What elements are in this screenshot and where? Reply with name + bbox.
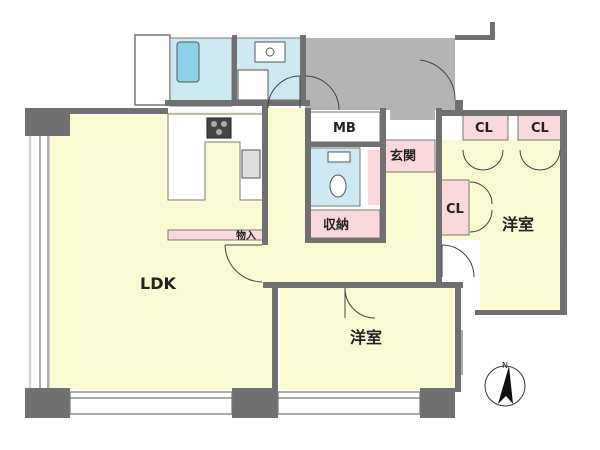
walls: [25, 22, 567, 418]
kitchen-storage-label: 物入: [236, 229, 256, 242]
balcony-top: [134, 34, 171, 106]
washing-machine-icon: [237, 69, 269, 101]
western-room-bottom: [280, 286, 460, 390]
sink-icon: [241, 149, 261, 179]
burner-icon: [221, 121, 227, 127]
washbasin-icon: [254, 41, 286, 63]
western-room-right: [440, 140, 565, 312]
door-swings: [224, 59, 561, 319]
toilet-sink-icon: [327, 151, 351, 163]
compass-north-label: N: [502, 361, 508, 370]
toilet-icon: [329, 174, 347, 198]
meter-box-label: MB: [333, 121, 356, 136]
windows: [39, 136, 567, 415]
washbasin-bowl-icon: [265, 47, 275, 57]
closet-1-label: CL: [475, 121, 493, 136]
closet-3-label: CL: [446, 202, 464, 217]
western-room-bottom-label: 洋室: [350, 328, 382, 347]
storage-label: 収納: [323, 217, 349, 233]
storage-closet: [309, 209, 381, 239]
common-corridor: [305, 38, 455, 120]
closet-2-label: CL: [531, 121, 549, 136]
western-room-right-label: 洋室: [502, 215, 534, 234]
entrance-step: [368, 150, 383, 205]
burner-icon: [211, 121, 217, 127]
entrance-area: [384, 139, 436, 173]
bathtub-icon: [176, 41, 200, 83]
compass-icon: N: [484, 361, 526, 407]
entrance-label: 玄関: [390, 148, 416, 164]
ldk-label: LDK: [140, 274, 176, 293]
burner-icon: [216, 129, 222, 135]
